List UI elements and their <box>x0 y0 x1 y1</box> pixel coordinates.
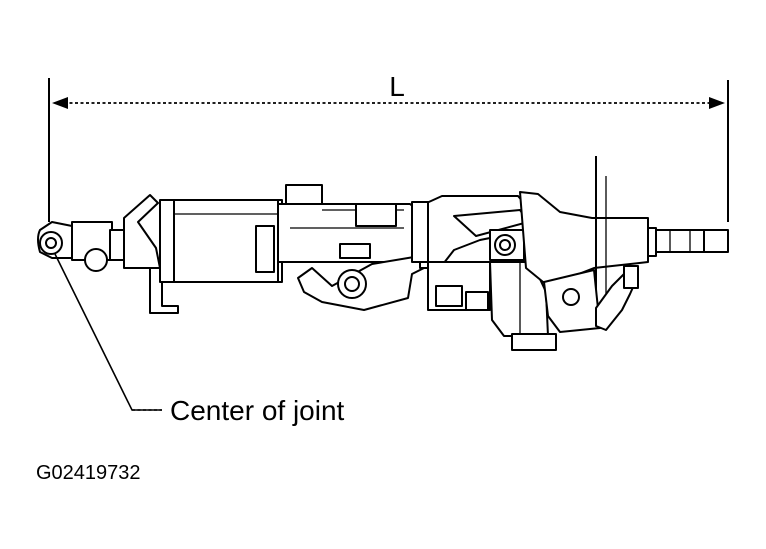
tilt-plate-bolt <box>562 288 580 306</box>
joint-boss <box>84 248 108 272</box>
length-dimension: L <box>48 71 729 222</box>
bracket-plate <box>411 201 429 263</box>
tilt-housing-block <box>465 291 489 311</box>
upper-boss <box>285 184 323 206</box>
housing-tab <box>339 243 371 259</box>
tube-slot <box>255 225 275 273</box>
dimension-arrow-left <box>52 97 68 109</box>
dimension-arrow-right <box>709 97 725 109</box>
callout-leader <box>54 253 162 411</box>
tilt-housing-pad <box>435 285 463 307</box>
dimension-label: L <box>389 71 405 102</box>
cover-foot <box>511 333 557 351</box>
joint-center <box>45 237 57 249</box>
housing-clamp <box>355 203 397 227</box>
lever-pivot-center <box>344 276 360 292</box>
shaft-tip <box>703 229 729 253</box>
callout-label: Center of joint <box>170 395 345 426</box>
shaft-collar <box>109 229 125 261</box>
upper-shaft <box>655 229 705 253</box>
figure-id: G02419732 <box>36 462 141 484</box>
lower-bracket <box>123 194 161 269</box>
pivot-bolt-center <box>499 239 511 251</box>
upper-shaft-collar <box>647 227 657 257</box>
steering-column <box>37 156 729 351</box>
key-bracket-tab <box>623 265 639 289</box>
